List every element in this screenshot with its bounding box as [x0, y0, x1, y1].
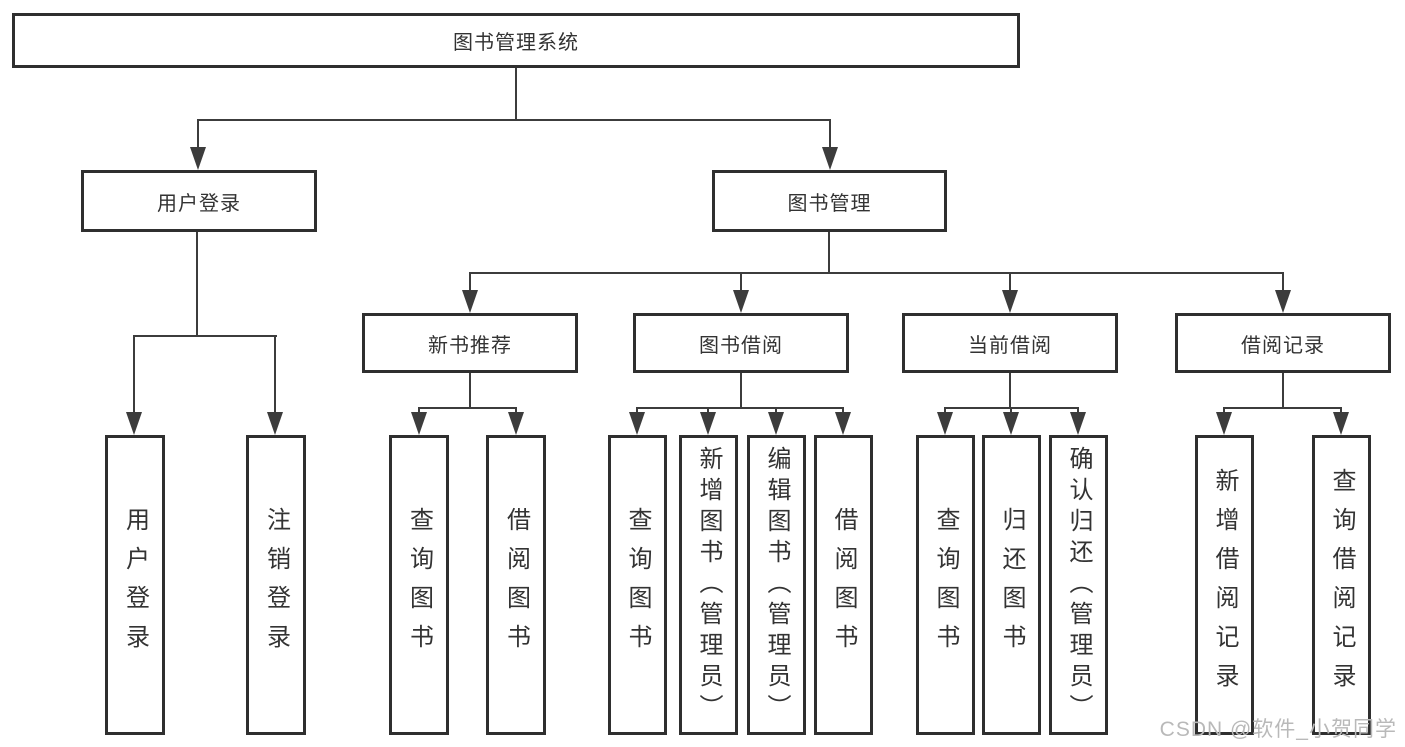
arrow-down-icon — [1003, 412, 1019, 435]
connector-line — [1009, 272, 1011, 294]
leaf-borrow-book-label: 借阅图书 — [830, 507, 857, 663]
leaf-return-book-label: 归还图书 — [998, 507, 1025, 663]
leaf-add-book-admin: 新增图书（管理员） — [679, 435, 738, 735]
connector-line — [1224, 407, 1342, 409]
node-book-borrow-label: 图书借阅 — [699, 334, 783, 357]
node-new-book-recommend-label: 新书推荐 — [428, 334, 512, 357]
connector-line — [134, 335, 277, 337]
leaf-logout: 注销登录 — [246, 435, 306, 735]
arrow-down-icon — [937, 412, 953, 435]
leaf-borrow-books-recommend-label: 借阅图书 — [502, 507, 530, 663]
connector-line — [775, 407, 777, 415]
leaf-add-book-admin-label: 新增图书（管理员） — [695, 445, 722, 725]
csdn-watermark: CSDN @软件_小贺同学 — [1159, 718, 1397, 741]
arrow-down-icon — [508, 412, 524, 435]
connector-line — [196, 232, 198, 335]
node-user-login: 用户登录 — [81, 170, 317, 232]
node-new-book-recommend: 新书推荐 — [362, 313, 578, 373]
node-user-login-label: 用户登录 — [157, 192, 241, 215]
node-book-borrow: 图书借阅 — [633, 313, 849, 373]
arrow-down-icon — [462, 290, 478, 313]
connector-line — [1282, 272, 1284, 294]
arrow-down-icon — [700, 412, 716, 435]
connector-line — [133, 335, 135, 417]
connector-line — [274, 335, 276, 417]
connector-line — [829, 119, 831, 151]
connector-line — [828, 232, 830, 272]
leaf-confirm-return-admin: 确认归还（管理员） — [1049, 435, 1108, 735]
arrow-down-icon — [835, 412, 851, 435]
connector-line — [469, 373, 471, 407]
connector-line — [197, 119, 199, 151]
connector-line — [418, 407, 420, 415]
leaf-return-book: 归还图书 — [982, 435, 1041, 735]
connector-line — [1223, 407, 1225, 415]
arrow-down-icon — [1333, 412, 1349, 435]
arrow-down-icon — [629, 412, 645, 435]
leaf-query-borrow-record: 查询借阅记录 — [1312, 435, 1371, 735]
leaf-borrow-book: 借阅图书 — [814, 435, 873, 735]
leaf-query-books-recommend: 查询图书 — [389, 435, 449, 735]
connector-line — [419, 407, 517, 409]
leaf-query-books-borrow: 查询图书 — [608, 435, 667, 735]
arrow-down-icon — [1002, 290, 1018, 313]
connector-line — [515, 407, 517, 415]
arrow-down-icon — [1275, 290, 1291, 313]
node-current-borrow-label: 当前借阅 — [968, 334, 1052, 357]
connector-line — [945, 407, 1079, 409]
node-root: 图书管理系统 — [12, 13, 1020, 68]
connector-line — [740, 373, 742, 407]
arrow-down-icon — [733, 290, 749, 313]
node-borrow-records-label: 借阅记录 — [1241, 334, 1325, 357]
node-current-borrow: 当前借阅 — [902, 313, 1118, 373]
leaf-confirm-return-admin-label: 确认归还（管理员） — [1065, 445, 1092, 725]
leaf-logout-label: 注销登录 — [262, 507, 290, 663]
arrow-down-icon — [768, 412, 784, 435]
connector-line — [198, 119, 831, 121]
connector-line — [1009, 373, 1011, 407]
leaf-add-borrow-record-label: 新增借阅记录 — [1211, 468, 1238, 702]
node-borrow-records: 借阅记录 — [1175, 313, 1391, 373]
leaf-query-books-current: 查询图书 — [916, 435, 975, 735]
arrow-down-icon — [126, 412, 142, 435]
connector-line — [740, 272, 742, 294]
leaf-user-login: 用户登录 — [105, 435, 165, 735]
leaf-user-login-label: 用户登录 — [121, 507, 149, 663]
leaf-add-borrow-record: 新增借阅记录 — [1195, 435, 1254, 735]
leaf-edit-book-admin-label: 编辑图书（管理员） — [763, 445, 790, 725]
connector-line — [1282, 373, 1284, 407]
leaf-edit-book-admin: 编辑图书（管理员） — [747, 435, 806, 735]
arrow-down-icon — [411, 412, 427, 435]
connector-line — [515, 68, 517, 119]
arrow-down-icon — [822, 147, 838, 170]
node-book-management: 图书管理 — [712, 170, 947, 232]
arrow-down-icon — [190, 147, 206, 170]
leaf-query-books-recommend-label: 查询图书 — [405, 507, 433, 663]
connector-line — [637, 407, 844, 409]
leaf-borrow-books-recommend: 借阅图书 — [486, 435, 546, 735]
connector-line — [707, 407, 709, 415]
connector-line — [469, 272, 471, 294]
node-book-management-label: 图书管理 — [787, 192, 872, 215]
connector-line — [636, 407, 638, 415]
connector-line — [842, 407, 844, 415]
connector-line — [1077, 407, 1079, 415]
connector-line — [469, 272, 1284, 274]
arrow-down-icon — [1070, 412, 1086, 435]
leaf-query-books-current-label: 查询图书 — [932, 507, 959, 663]
leaf-query-borrow-record-label: 查询借阅记录 — [1328, 468, 1355, 702]
arrow-down-icon — [267, 412, 283, 435]
connector-line — [944, 407, 946, 415]
leaf-query-books-borrow-label: 查询图书 — [624, 507, 651, 663]
node-root-label: 图书管理系统 — [453, 32, 579, 54]
connector-line — [1010, 407, 1012, 415]
arrow-down-icon — [1216, 412, 1232, 435]
connector-line — [1340, 407, 1342, 415]
